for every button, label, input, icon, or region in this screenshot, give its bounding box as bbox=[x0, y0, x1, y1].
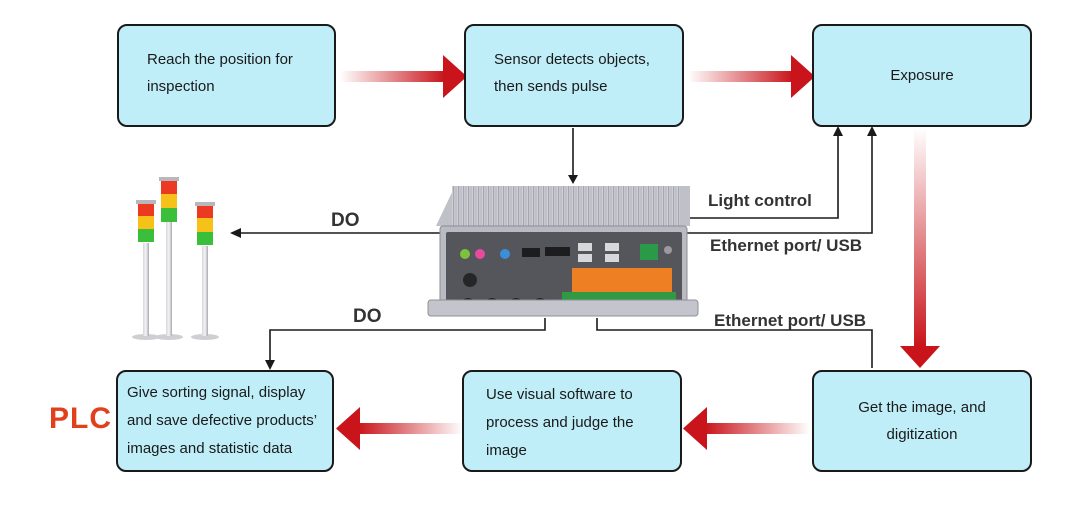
connector-ethernet-bottom bbox=[596, 318, 873, 368]
arrowhead-do-bottom bbox=[265, 360, 275, 370]
arrowhead-sensor-to-computer bbox=[568, 175, 578, 184]
label-ethernet-bottom: Ethernet port/ USB bbox=[714, 311, 867, 330]
flow-arrow-software-to-plc bbox=[336, 407, 463, 450]
connector-do-bottom bbox=[269, 318, 546, 362]
box-visual-software: Use visual software to process and judge… bbox=[462, 370, 682, 472]
flow-arrow-reach-to-sensor bbox=[340, 55, 467, 98]
label-light-control: Light control bbox=[708, 191, 812, 210]
arrowhead-ethernet-top bbox=[867, 126, 877, 136]
box-get-image-text: Get the image, and digitization bbox=[858, 399, 986, 443]
label-ethernet-top: Ethernet port/ USB bbox=[710, 236, 863, 255]
box-reach-position: Reach the position for inspection bbox=[117, 24, 336, 127]
box-get-image: Get the image, and digitization bbox=[812, 370, 1032, 472]
box-exposure-text: Exposure bbox=[890, 67, 954, 84]
label-plc: PLC bbox=[49, 402, 112, 435]
box-sensor-detects-text: Sensor detects objects, then sends pulse bbox=[494, 51, 650, 95]
flow-arrow-sensor-to-exposure bbox=[688, 55, 815, 98]
box-exposure: Exposure bbox=[812, 24, 1032, 127]
connector-light-control bbox=[680, 134, 839, 219]
flow-arrow-exposure-to-get-image bbox=[900, 128, 940, 368]
arrowhead-do-top bbox=[230, 228, 241, 238]
box-visual-software-text: Use visual software to process and judge… bbox=[486, 386, 634, 459]
signal-tower-light-icon bbox=[132, 177, 219, 340]
label-do-bottom: DO bbox=[353, 306, 382, 327]
box-plc-output-text: Give sorting signal, display and save de… bbox=[127, 384, 317, 457]
industrial-computer-icon bbox=[427, 186, 699, 317]
box-plc-output: Give sorting signal, display and save de… bbox=[116, 370, 334, 472]
flow-arrow-get-image-to-software bbox=[683, 407, 810, 450]
box-sensor-detects: Sensor detects objects, then sends pulse bbox=[464, 24, 684, 127]
connector-ethernet-top bbox=[687, 134, 873, 234]
box-reach-position-text: Reach the position for inspection bbox=[147, 51, 293, 95]
label-do-top: DO bbox=[331, 210, 360, 231]
arrowhead-light-control bbox=[833, 126, 843, 136]
